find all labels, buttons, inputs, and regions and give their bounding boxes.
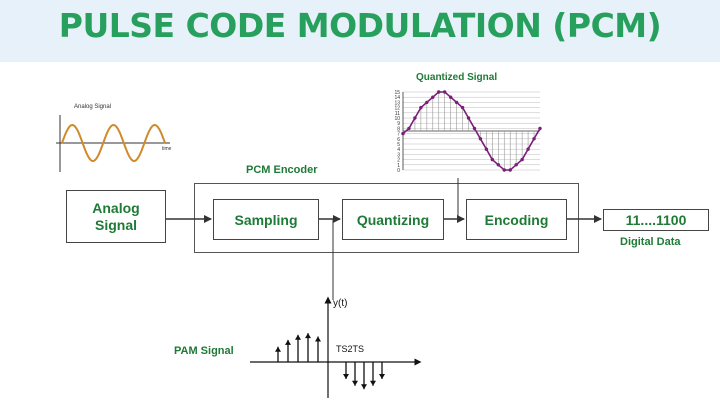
pam-pulse-arrowhead (305, 333, 311, 339)
quantized-sample-point (442, 90, 447, 94)
quantized-level-label: 7 (397, 132, 400, 138)
pam-pulse-arrowhead (275, 346, 281, 352)
quantized-sample-point (454, 100, 459, 105)
quantized-sample-point (532, 137, 536, 141)
quantized-sample-point (407, 126, 411, 131)
digital-data-label: Digital Data (620, 236, 681, 248)
quantized-plot-title: Quantized Signal (416, 72, 498, 83)
quantized-level-label: 9 (397, 121, 400, 127)
quantized-sample-point (401, 131, 405, 136)
pam-pulse-arrowhead (295, 334, 301, 340)
quantized-sample-point (460, 105, 465, 110)
quantized-level-label: 6 (397, 137, 400, 143)
pam-pulse-arrowhead (370, 380, 376, 386)
quantized-level-label: 8 (397, 126, 400, 132)
quantized-level-label: 0 (397, 168, 400, 174)
quantized-sample-point (496, 163, 501, 167)
quantized-sample-point (502, 168, 506, 172)
quantized-level-label: 11 (395, 111, 400, 117)
quantized-level-label: 12 (394, 106, 400, 112)
pcm-encoder-frame (194, 183, 579, 253)
quantizing-block: Quantizing (342, 199, 444, 240)
pam-signal-label: PAM Signal (174, 345, 234, 357)
quantized-level-label: 13 (394, 100, 400, 106)
quantized-level-label: 5 (397, 142, 400, 148)
quantized-sample-point (520, 157, 524, 162)
pam-tick-label: TS2TS (336, 344, 365, 354)
digital-output-block: 11....1100 (603, 209, 709, 231)
analog-wave (61, 123, 166, 163)
title-banner (0, 0, 720, 62)
encoder-label: PCM Encoder (246, 164, 318, 176)
quantized-sample-point (466, 116, 471, 120)
quantized-level-label: 4 (397, 147, 400, 153)
page-title: PULSE CODE MODULATION (PCM) (58, 6, 662, 45)
pam-pulse-arrowhead (361, 384, 367, 390)
quantized-sample-point (419, 105, 423, 110)
quantized-sample-point (508, 168, 512, 172)
quantized-level-label: 2 (397, 158, 400, 164)
encoding-block: Encoding (466, 199, 567, 240)
pam-pulse-arrowhead (352, 380, 358, 386)
pam-pulse-arrowhead (379, 374, 385, 379)
analog-plot-title: Analog Signal (74, 104, 112, 110)
quantized-sample-point (472, 126, 477, 131)
quantized-sample-point (478, 137, 483, 141)
pam-pulse-arrowhead (315, 336, 321, 342)
quantized-level-label: 3 (397, 152, 400, 158)
pam-pulse-arrowhead (285, 339, 291, 345)
quantized-level-label: 10 (394, 116, 400, 122)
quantized-sample-point (490, 157, 495, 162)
quantized-sample-point (437, 90, 441, 94)
analog-axis-label: time (162, 146, 172, 152)
quantized-level-label: 15 (394, 90, 400, 96)
quantized-sample-point (448, 95, 453, 99)
quantized-sample-point (526, 147, 530, 151)
analog-signal-block: Analog Signal (66, 190, 166, 243)
quantized-sample-point (514, 163, 518, 167)
quantized-level-label: 14 (394, 95, 400, 101)
quantized-level-label: 1 (397, 163, 400, 169)
quantized-sample-point (425, 100, 429, 105)
pam-y-label: y(t) (333, 298, 348, 309)
quantized-sample-point (538, 126, 542, 131)
quantized-sample-point (413, 116, 417, 120)
pam-pulse-arrowhead (343, 374, 349, 379)
sampling-block: Sampling (213, 199, 319, 240)
quantized-sample-point (431, 95, 435, 99)
quantized-sample-point (484, 147, 489, 151)
